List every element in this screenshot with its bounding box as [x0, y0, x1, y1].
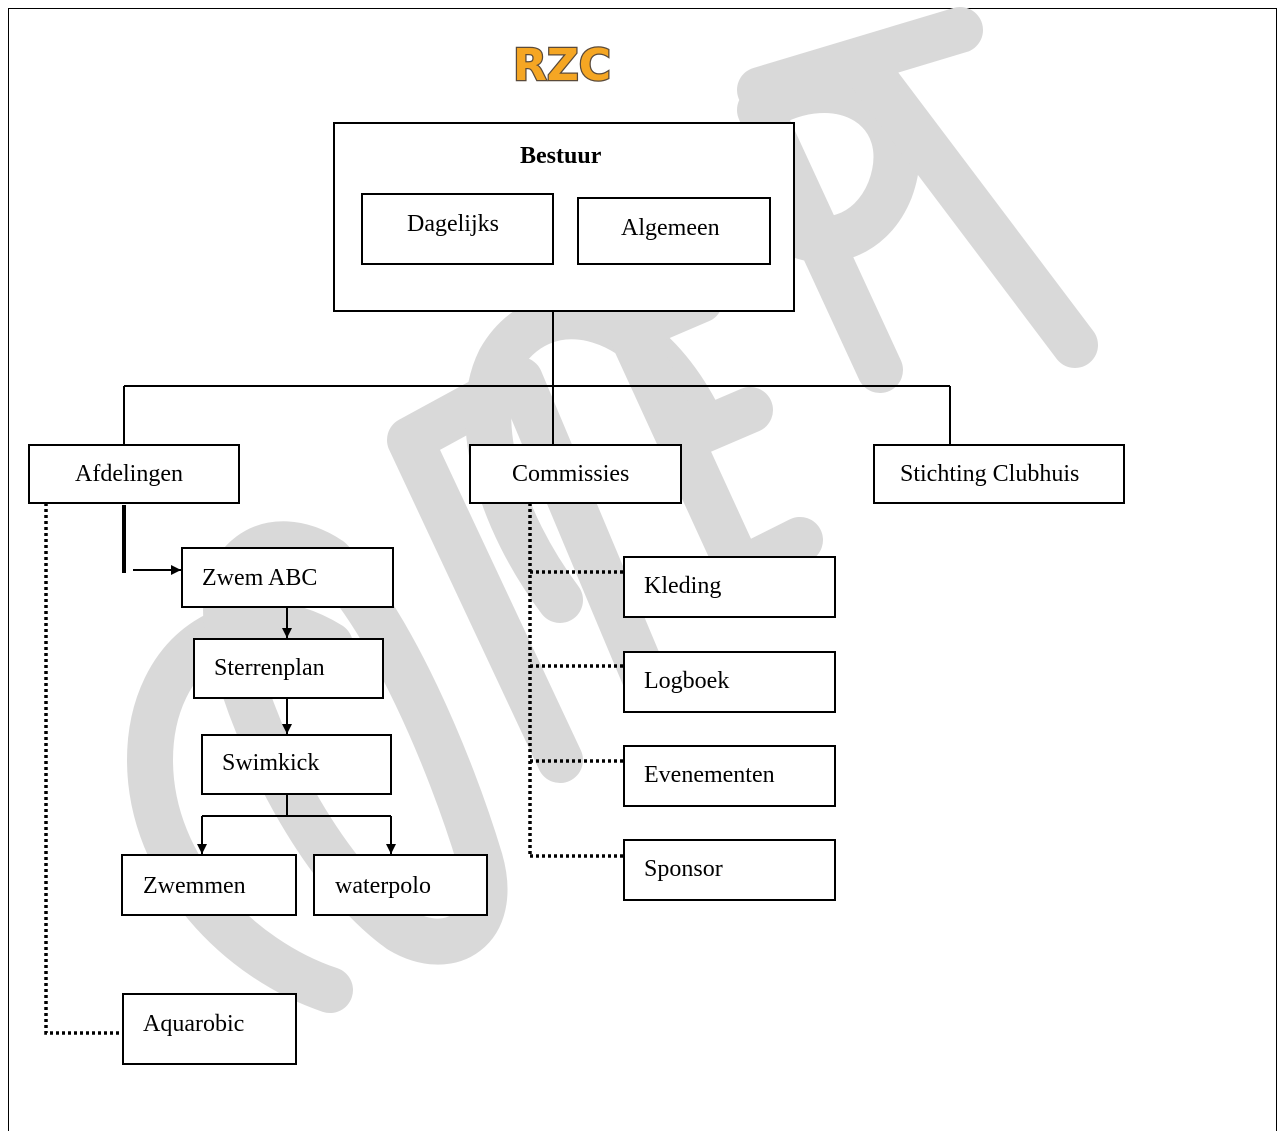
stichting-clubhuis-label: Stichting Clubhuis — [900, 461, 1080, 487]
aquarobic-label: Aquarobic — [143, 1011, 245, 1037]
afdelingen-label: Afdelingen — [75, 461, 183, 487]
commissies-box: Commissies — [469, 444, 682, 504]
dagelijks-label: Dagelijks — [407, 211, 499, 237]
watermark-letter-e — [607, 277, 823, 593]
svg-text:RZC: RZC — [513, 42, 611, 88]
sterrenplan-box: Sterrenplan — [193, 638, 384, 699]
swimkick-label: Swimkick — [222, 750, 320, 776]
kleding-box: Kleding — [623, 556, 836, 618]
dotted-line-aquarobic — [44, 503, 122, 1035]
dagelijks-box: Dagelijks — [361, 193, 554, 265]
swimkick-box: Swimkick — [201, 734, 392, 795]
logboek-label: Logboek — [644, 668, 730, 694]
waterpolo-label: waterpolo — [335, 873, 431, 899]
rzc-logo: RZC — [512, 42, 613, 88]
stichting-clubhuis-box: Stichting Clubhuis — [873, 444, 1125, 504]
algemeen-label: Algemeen — [621, 215, 720, 241]
zwem-abc-box: Zwem ABC — [181, 547, 394, 608]
bestuur-title: Bestuur — [520, 143, 602, 169]
zwem-abc-label: Zwem ABC — [202, 565, 318, 591]
aquarobic-box: Aquarobic — [122, 993, 297, 1065]
watermark-letter-t — [737, 7, 1098, 368]
evenementen-label: Evenementen — [644, 762, 775, 788]
logboek-box: Logboek — [623, 651, 836, 713]
zwemmen-box: Zwemmen — [121, 854, 297, 916]
afdelingen-box: Afdelingen — [28, 444, 240, 504]
kleding-label: Kleding — [644, 573, 722, 599]
algemeen-box: Algemeen — [577, 197, 771, 265]
zwemmen-label: Zwemmen — [143, 873, 246, 899]
sponsor-box: Sponsor — [623, 839, 836, 901]
page-frame — [8, 8, 1277, 1131]
waterpolo-box: waterpolo — [313, 854, 488, 916]
sponsor-label: Sponsor — [644, 856, 723, 882]
evenementen-box: Evenementen — [623, 745, 836, 807]
commissies-label: Commissies — [512, 461, 630, 487]
sterrenplan-label: Sterrenplan — [214, 655, 325, 681]
